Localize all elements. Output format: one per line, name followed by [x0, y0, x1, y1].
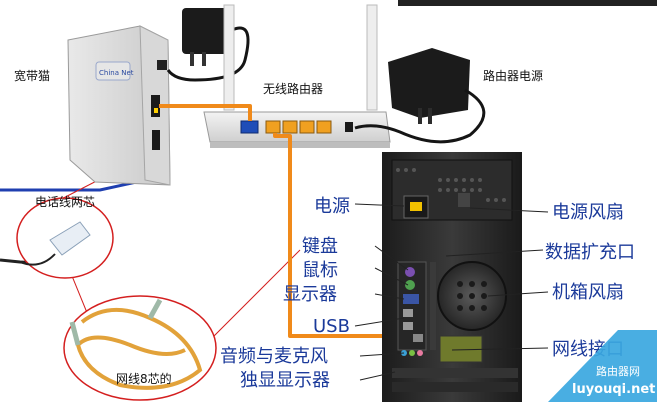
router-lan-port-3 — [299, 120, 315, 134]
network-cable-callout — [63, 295, 217, 401]
motherboard-chip — [439, 335, 483, 363]
router-lan-port-2 — [282, 120, 298, 134]
label-usb: USB — [313, 316, 350, 337]
router-power-label: 路由器电源 — [483, 68, 543, 83]
phone-cable-callout — [16, 197, 114, 279]
router-power-adapter — [354, 48, 486, 144]
label-mouse: 鼠标 — [302, 260, 338, 281]
phone-cable-label: 电话线两芯 — [35, 195, 95, 209]
label-gpu-monitor: 独显显示器 — [240, 370, 330, 391]
router-wan-port — [240, 120, 259, 134]
label-case-fan: 机箱风扇 — [552, 282, 624, 303]
case-pointer-lines — [354, 203, 549, 381]
router-device — [203, 111, 391, 148]
router-power-jack — [345, 122, 353, 132]
modem-power-adapter — [166, 8, 250, 82]
label-expansion-port: 数据扩充口 — [545, 242, 635, 263]
label-power-fan: 电源风扇 — [552, 202, 624, 223]
network-cable-label: 网线8芯的 — [116, 371, 172, 386]
router-label: 无线路由器 — [263, 81, 323, 96]
watermark-title: 路由器网 — [596, 364, 640, 378]
modem-device: China Net — [67, 25, 171, 186]
modem-brand-text: China Net — [99, 69, 134, 77]
watermark-site: luyouqi.net — [572, 382, 655, 397]
label-audio-mic: 音频与麦克风 — [220, 346, 328, 367]
router-antennas — [223, 4, 378, 111]
computer-case — [382, 152, 522, 402]
router-lan-port-1 — [265, 120, 281, 134]
label-monitor: 显示器 — [283, 284, 337, 305]
label-keyboard: 键盘 — [302, 236, 338, 257]
modem-label: 宽带猫 — [14, 68, 50, 83]
watermark: 路由器网 luyouqi.net — [548, 330, 657, 402]
top-edge-strip — [398, 0, 657, 6]
router-lan-port-4 — [316, 120, 332, 134]
label-power: 电源 — [314, 196, 350, 217]
